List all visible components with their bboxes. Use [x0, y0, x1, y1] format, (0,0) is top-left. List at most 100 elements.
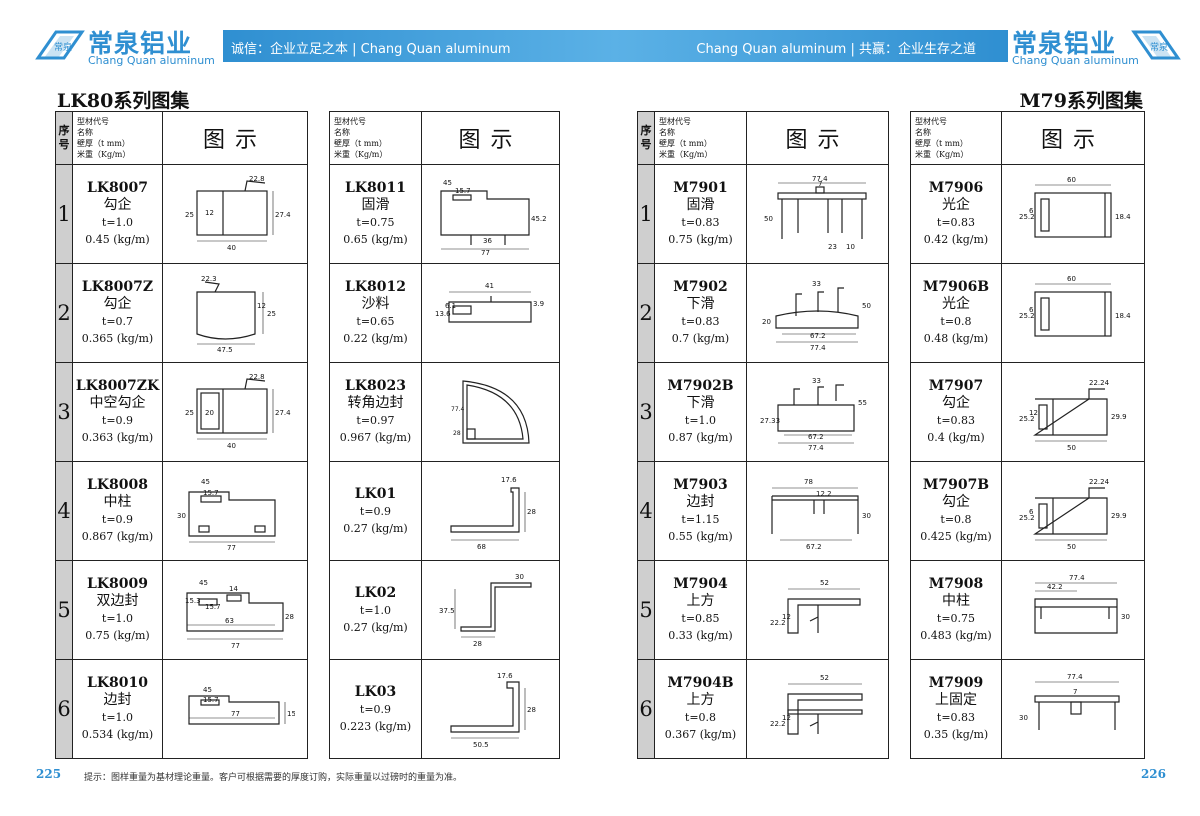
- svg-text:42.2: 42.2: [1047, 583, 1063, 591]
- svg-text:40: 40: [227, 442, 236, 450]
- svg-text:15.7: 15.7: [203, 489, 219, 497]
- brand-name: 常泉铝业: [1012, 29, 1117, 58]
- slogan-right: Chang Quan aluminum | 共赢：企业生存之道: [696, 42, 976, 57]
- svg-text:40: 40: [227, 244, 236, 252]
- svg-text:6.1: 6.1: [445, 302, 456, 310]
- svg-text:14: 14: [229, 585, 238, 593]
- svg-text:50: 50: [1067, 543, 1076, 551]
- svg-text:67.2: 67.2: [810, 332, 826, 340]
- brand-name: 常泉铝业: [88, 29, 193, 58]
- svg-text:22.24: 22.24: [1089, 379, 1110, 387]
- svg-text:22.8: 22.8: [249, 175, 265, 183]
- brand-logo-right: 常泉铝业 Chang Quan aluminum 常泉: [1012, 24, 1192, 68]
- svg-text:22.2: 22.2: [770, 619, 786, 627]
- svg-text:77: 77: [231, 642, 240, 650]
- page-number-left: 225: [36, 767, 62, 781]
- row-number: 4: [55, 461, 73, 561]
- svg-text:17.6: 17.6: [497, 672, 513, 680]
- svg-text:60: 60: [1067, 176, 1076, 184]
- svg-text:22.24: 22.24: [1089, 478, 1110, 486]
- svg-text:25.2: 25.2: [1019, 514, 1035, 522]
- slogan-left: 诚信：企业立足之本 | Chang Quan aluminum: [231, 42, 511, 57]
- svg-text:23: 23: [828, 243, 837, 251]
- svg-text:47.5: 47.5: [217, 346, 233, 354]
- svg-text:68: 68: [477, 543, 486, 551]
- profile-drawing: 17.628 50.5: [449, 672, 535, 749]
- row-number: 2: [637, 263, 655, 363]
- svg-text:18.4: 18.4: [1115, 213, 1131, 221]
- diagram-header: 图示: [746, 111, 889, 165]
- svg-text:12: 12: [1029, 409, 1038, 417]
- svg-text:28: 28: [527, 508, 536, 516]
- svg-text:45: 45: [199, 579, 208, 587]
- svg-text:15.7: 15.7: [205, 603, 221, 611]
- svg-text:12: 12: [205, 209, 214, 217]
- diagram-header: 图示: [421, 111, 560, 165]
- svg-text:27.4: 27.4: [275, 211, 291, 219]
- row-number: 6: [55, 659, 73, 759]
- svg-text:45.2: 45.2: [531, 215, 547, 223]
- profile-drawing: 77.428: [451, 380, 530, 444]
- svg-text:52: 52: [820, 674, 829, 682]
- svg-text:22.8: 22.8: [249, 373, 265, 381]
- svg-text:3.9: 3.9: [533, 300, 544, 308]
- svg-text:45: 45: [443, 179, 452, 187]
- svg-text:25.2: 25.2: [1019, 312, 1035, 320]
- seq-header: 序号: [55, 111, 73, 165]
- svg-text:77.4: 77.4: [451, 406, 465, 413]
- page-number-right: 226: [1140, 767, 1166, 781]
- row-number: 1: [55, 164, 73, 264]
- svg-text:25.2: 25.2: [1019, 415, 1035, 423]
- svg-text:15.3: 15.3: [185, 597, 201, 605]
- svg-text:15.7: 15.7: [203, 696, 219, 704]
- row-number: 5: [55, 560, 73, 660]
- svg-text:15: 15: [287, 710, 295, 718]
- brand-name-en: Chang Quan aluminum: [88, 54, 215, 67]
- info-header: 型材代号名称壁厚（t mm）米重（Kg/m）: [654, 111, 747, 165]
- svg-text:常泉: 常泉: [54, 41, 72, 53]
- svg-text:45: 45: [203, 686, 212, 694]
- row-number: 3: [637, 362, 655, 462]
- svg-text:25.2: 25.2: [1019, 213, 1035, 221]
